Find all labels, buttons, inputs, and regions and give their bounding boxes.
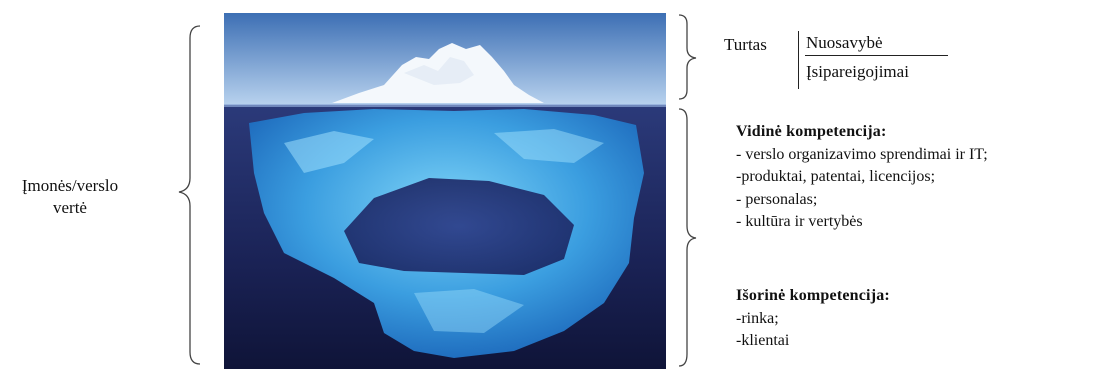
internal-competence-item: -produktai, patentai, licencijos; bbox=[736, 166, 988, 189]
asset-brace bbox=[676, 12, 702, 102]
liabilities-label: Įsipareigojimai bbox=[806, 62, 909, 82]
assets-divider bbox=[798, 31, 799, 89]
equity-label: Nuosavybė bbox=[806, 33, 882, 53]
company-value-label-line2: vertė bbox=[0, 197, 140, 219]
left-brace bbox=[170, 20, 204, 370]
internal-competence-title: Vidinė kompetencija: bbox=[736, 121, 988, 144]
assets-label: Turtas bbox=[724, 35, 767, 55]
internal-competence-item: - personalas; bbox=[736, 189, 988, 212]
internal-competence-item: - kultūra ir vertybės bbox=[736, 211, 988, 234]
external-competence-item: -rinka; bbox=[736, 308, 890, 331]
external-competence-item: -klientai bbox=[736, 330, 890, 353]
internal-competence: Vidinė kompetencija: - verslo organizavi… bbox=[736, 121, 988, 234]
iceberg-image bbox=[224, 13, 666, 369]
external-competence: Išorinė kompetencija: -rinka; -klientai bbox=[736, 285, 890, 353]
company-value-label: Įmonės/verslo vertė bbox=[0, 175, 140, 219]
external-competence-title: Išorinė kompetencija: bbox=[736, 285, 890, 308]
company-value-label-line1: Įmonės/verslo bbox=[0, 175, 140, 197]
internal-competence-item: - verslo organizavimo sprendimai ir IT; bbox=[736, 144, 988, 167]
competence-brace bbox=[676, 106, 702, 370]
fraction-line bbox=[805, 55, 948, 56]
